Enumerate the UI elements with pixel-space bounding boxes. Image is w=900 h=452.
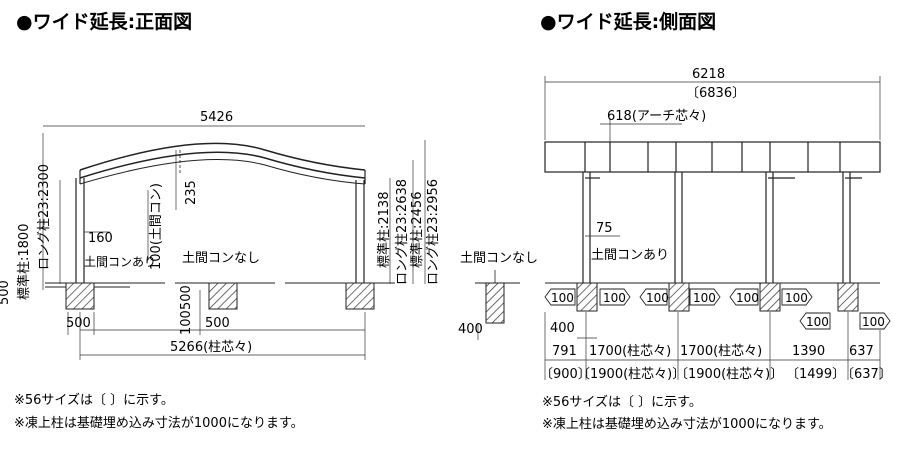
- front-dim-width-top: 5426: [200, 110, 233, 125]
- note-left-1: ※56サイズは〔 〕に示す。: [14, 392, 174, 408]
- front-dim-100-soil: 100(土間コン): [149, 183, 164, 270]
- note-right-1: ※56サイズは〔 〕に示す。: [542, 394, 702, 410]
- side-dimension-bottom: [544, 312, 881, 380]
- front-dim-r-long2: ロング柱23:2956: [426, 179, 441, 285]
- front-dim-long-post: ロング柱23:2300: [37, 164, 52, 270]
- front-dim-r-standard2: 標準柱:2456: [409, 192, 425, 268]
- side-label-soil-yes: 土間コンあり: [591, 248, 669, 263]
- front-roof: [79, 142, 366, 185]
- side-arrow-8: 100: [862, 315, 885, 329]
- front-dim-r-long: ロング柱23:2638: [395, 179, 410, 285]
- side-arrow-3: 100: [646, 291, 669, 305]
- front-dim-500-left: 500: [0, 280, 12, 305]
- side-dim-total-56: 〔6836〕: [686, 86, 745, 101]
- side-title: ●ワイド延長:側面図: [540, 11, 716, 33]
- side-roof: [544, 141, 881, 173]
- side-arrow-6: 100: [785, 291, 808, 305]
- front-dim-160: 160: [88, 231, 113, 246]
- side-dim-c3: 〔1900(柱芯々)〕: [675, 367, 783, 382]
- front-dim-100-mid: 100: [179, 310, 194, 335]
- small-detail: [475, 270, 520, 340]
- side-arrow-7: 100: [806, 315, 829, 329]
- front-dim-235: 235: [184, 180, 199, 205]
- front-foundations: [65, 282, 375, 310]
- side-dim-b2: 1700(柱芯々): [589, 344, 671, 359]
- side-posts: [582, 172, 862, 283]
- front-dim-500-mid: 500: [179, 285, 194, 310]
- side-arrows: [544, 288, 891, 330]
- side-dim-b5: 637: [849, 344, 874, 359]
- side-arrow-4: 100: [693, 291, 716, 305]
- side-dim-c2: 〔1900(柱芯々)〕: [577, 367, 685, 382]
- front-label-soil-no: 土間コンなし: [182, 251, 260, 266]
- side-dim-c5: 〔637〕: [841, 367, 892, 382]
- front-dim-standard-post: 標準柱:1800: [16, 224, 32, 300]
- front-dim-500-base-mid: 500: [205, 316, 230, 331]
- side-dim-400: 400: [550, 321, 575, 336]
- small-dim-400: 400: [458, 322, 483, 337]
- front-dim-500-base-left: 500: [66, 316, 91, 331]
- front-dim-r-standard: 標準柱:2138: [376, 192, 392, 268]
- side-dim-c1: 〔900〕: [540, 367, 591, 382]
- small-label-soil-no: 土間コンなし: [460, 251, 538, 266]
- front-posts: [75, 178, 365, 283]
- front-title: ●ワイド延長:正面図: [16, 11, 192, 33]
- side-dim-b4: 1390: [792, 344, 825, 359]
- side-arrow-2: 100: [603, 291, 626, 305]
- side-dim-c4: 〔1499〕: [786, 367, 845, 382]
- front-dim-span-bottom: 5266(柱芯々): [170, 340, 252, 355]
- side-dim-arch: 618(アーチ芯々): [607, 109, 706, 124]
- front-label-soil-yes: 土間コンあり: [84, 255, 156, 269]
- note-left-2: ※凍上柱は基礎埋め込み寸法が1000になります。: [14, 415, 304, 431]
- side-dim-total: 6218: [692, 67, 725, 82]
- note-right-2: ※凍上柱は基礎埋め込み寸法が1000になります。: [542, 416, 832, 432]
- side-dim-b1: 791: [552, 344, 577, 359]
- side-dim-75: 75: [596, 221, 613, 236]
- front-dimension-lines: [42, 125, 426, 360]
- side-arrow-5: 100: [736, 291, 759, 305]
- side-ground: [545, 282, 880, 312]
- side-arrow-1: 100: [551, 291, 574, 305]
- side-dim-b3: 1700(柱芯々): [680, 344, 762, 359]
